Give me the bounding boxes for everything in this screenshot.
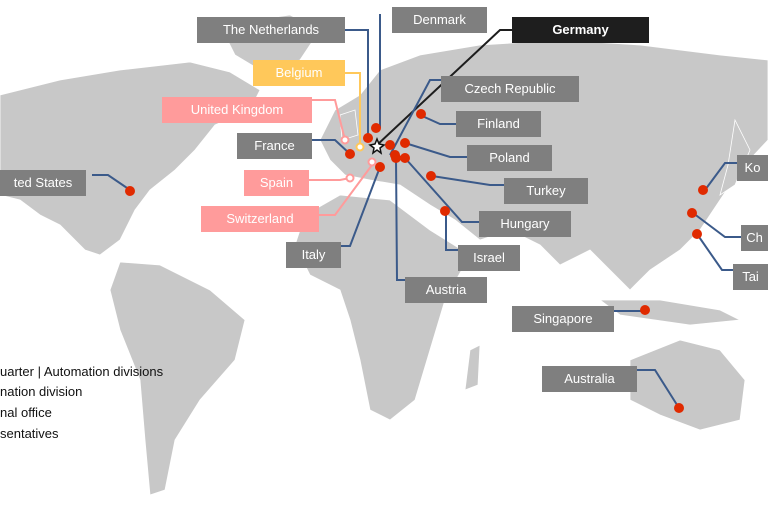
label-turkey: Turkey xyxy=(504,178,588,204)
leader-line-finland xyxy=(419,114,456,125)
leader-line-uk xyxy=(312,99,346,141)
australia xyxy=(629,339,746,431)
legend-representatives: sentatives xyxy=(0,426,59,441)
legend-regional-office: nal office xyxy=(0,405,52,420)
label-korea: Ko xyxy=(737,155,768,181)
label-china: Ch xyxy=(741,225,768,251)
leader-line-belgium xyxy=(345,72,361,147)
leader-line-australia xyxy=(637,369,680,409)
label-switzerland: Switzerland xyxy=(201,206,319,232)
office-dot-italy xyxy=(375,162,385,172)
uk xyxy=(339,109,359,141)
division-star-icon-uk xyxy=(340,135,350,145)
hq-star-icon xyxy=(368,136,386,155)
africa xyxy=(294,194,471,421)
legend-automation-division: nation division xyxy=(0,384,83,399)
office-dot-france xyxy=(345,149,355,159)
office-dot-singapore xyxy=(640,305,650,315)
leader-line-israel xyxy=(445,212,458,251)
label-belgium: Belgium xyxy=(253,60,345,86)
label-uk: United Kingdom xyxy=(162,97,312,123)
label-australia: Australia xyxy=(542,366,637,392)
division-star-icon-belgium xyxy=(355,142,365,152)
office-dot-poland xyxy=(400,138,410,148)
label-austria: Austria xyxy=(405,277,487,303)
leader-line-korea xyxy=(704,162,737,191)
office-dot-us xyxy=(125,186,135,196)
leader-line-china xyxy=(692,212,741,238)
label-italy: Italy xyxy=(286,242,341,268)
label-poland: Poland xyxy=(467,145,552,171)
office-dot-hungary xyxy=(400,153,410,163)
division-star-icon-spain xyxy=(345,173,355,183)
office-dot-korea xyxy=(698,185,708,195)
leader-line-switzerland xyxy=(319,164,373,216)
leader-line-turkey xyxy=(431,175,504,186)
label-israel: Israel xyxy=(458,245,520,271)
leader-line-france xyxy=(312,139,351,155)
office-dot-denmark xyxy=(371,123,381,133)
leader-line-spain xyxy=(309,177,351,181)
leader-line-czech xyxy=(389,79,441,156)
leader-line-hungary xyxy=(404,157,479,223)
office-dot-czech xyxy=(385,140,395,150)
leader-line-us xyxy=(92,174,131,191)
office-dot-austria xyxy=(391,153,401,163)
division-star-icon-switzerland xyxy=(367,157,377,167)
leader-line-poland xyxy=(404,142,467,158)
label-netherlands: The Netherlands xyxy=(197,17,345,43)
leader-line-italy xyxy=(341,166,381,247)
label-germany: Germany xyxy=(512,17,649,43)
legend-headquarter: uarter | Automation divisions xyxy=(0,364,164,379)
label-finland: Finland xyxy=(456,111,541,137)
office-dot-netherlands xyxy=(363,133,373,143)
label-hungary: Hungary xyxy=(479,211,571,237)
madagascar xyxy=(464,344,481,391)
label-us: ted States xyxy=(0,170,86,196)
leader-line-taiwan xyxy=(696,233,733,271)
office-dot-finland xyxy=(416,109,426,119)
office-dot-china xyxy=(687,208,697,218)
office-dot-australia xyxy=(674,403,684,413)
label-singapore: Singapore xyxy=(512,306,614,332)
office-dot-turkey xyxy=(426,171,436,181)
leader-line-germany xyxy=(376,29,512,146)
office-dot-taiwan xyxy=(692,229,702,239)
japan xyxy=(719,118,751,196)
label-spain: Spain xyxy=(244,170,309,196)
leader-line-austria xyxy=(395,157,405,281)
label-denmark: Denmark xyxy=(392,7,487,33)
indonesia xyxy=(598,299,742,326)
label-czech: Czech Republic xyxy=(441,76,579,102)
office-dot-israel xyxy=(440,206,450,216)
label-france: France xyxy=(237,133,312,159)
label-taiwan: Tai xyxy=(733,264,768,290)
south-america xyxy=(109,261,246,496)
leader-line-netherlands xyxy=(345,29,369,138)
